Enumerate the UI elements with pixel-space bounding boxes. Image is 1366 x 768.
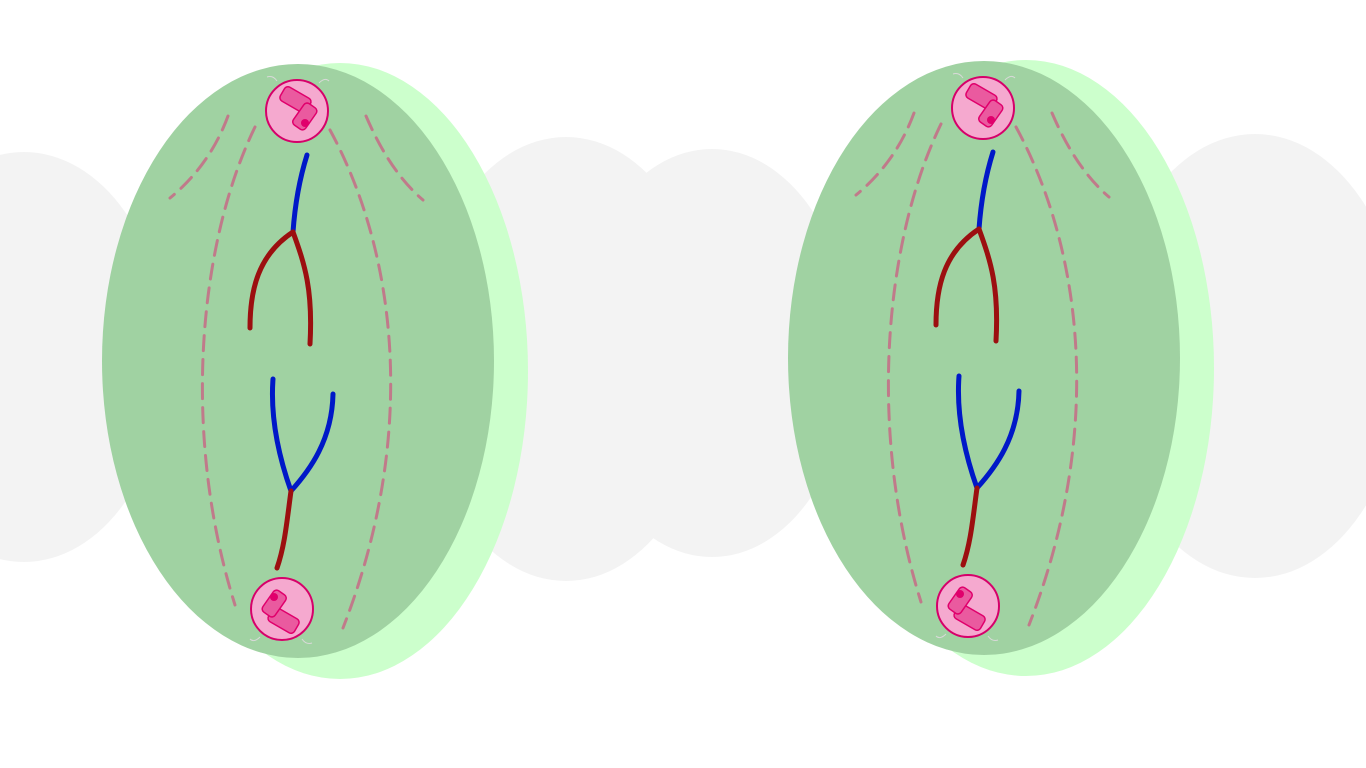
neighbor-cell-center-right [572, 149, 852, 557]
